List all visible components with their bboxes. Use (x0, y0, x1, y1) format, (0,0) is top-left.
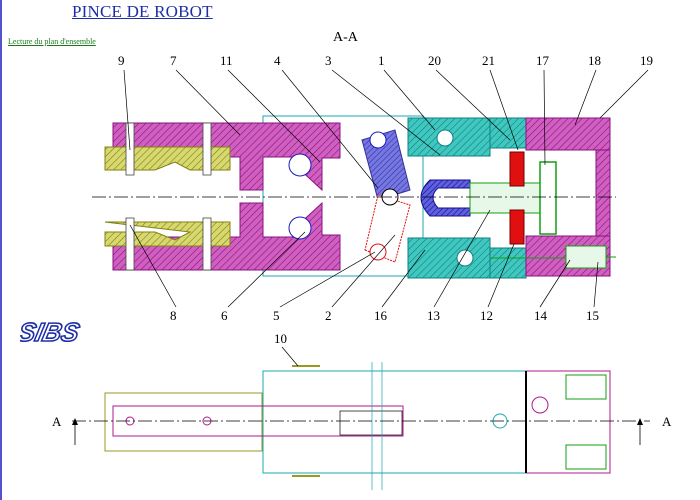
finger-outline-plan (104, 392, 263, 452)
marker-8: 8 (170, 308, 177, 323)
spring (539, 161, 557, 235)
section-label: A-A (333, 30, 358, 45)
seal-upper (509, 151, 525, 187)
body-outline-plan (262, 370, 527, 474)
marker-9: 9 (118, 53, 125, 68)
marker-11: 11 (220, 53, 233, 68)
logo-text: SIBS (20, 317, 83, 347)
fitting (565, 245, 607, 269)
marker-5: 5 (273, 308, 280, 323)
marker-6: 6 (221, 308, 228, 323)
seal-lower (509, 209, 525, 245)
cap-outline-plan (525, 370, 611, 474)
piston-rod (469, 182, 541, 214)
marker-7: 7 (170, 53, 177, 68)
upper-finger (104, 146, 231, 171)
marker-16: 16 (374, 308, 387, 323)
cut-label-left: A (52, 414, 62, 429)
marker-1: 1 (378, 53, 385, 68)
sibs-logo: SIBS (20, 316, 83, 347)
cut-label-right: A (662, 414, 672, 429)
marker-20: 20 (428, 53, 441, 68)
marker-19: 19 (640, 53, 653, 68)
plan-reading-link[interactable]: Lecture du plan d'ensemble (8, 37, 96, 46)
marker-15: 15 (586, 308, 599, 323)
marker-3: 3 (325, 53, 332, 68)
marker-4: 4 (274, 53, 281, 68)
marker-13: 13 (427, 308, 440, 323)
marker-10: 10 (274, 331, 287, 346)
marker-17: 17 (536, 53, 549, 68)
cylinder-cap-upper (525, 117, 611, 151)
page-title: PINCE DE ROBOT (72, 2, 213, 21)
marker-14: 14 (534, 308, 547, 323)
body-lower (407, 237, 491, 279)
piston-head (420, 179, 471, 217)
marker-18: 18 (588, 53, 601, 68)
marker-12: 12 (480, 308, 493, 323)
body-upper (407, 117, 491, 157)
lower-finger (104, 221, 231, 247)
marker-2: 2 (325, 308, 332, 323)
marker-21: 21 (482, 53, 495, 68)
